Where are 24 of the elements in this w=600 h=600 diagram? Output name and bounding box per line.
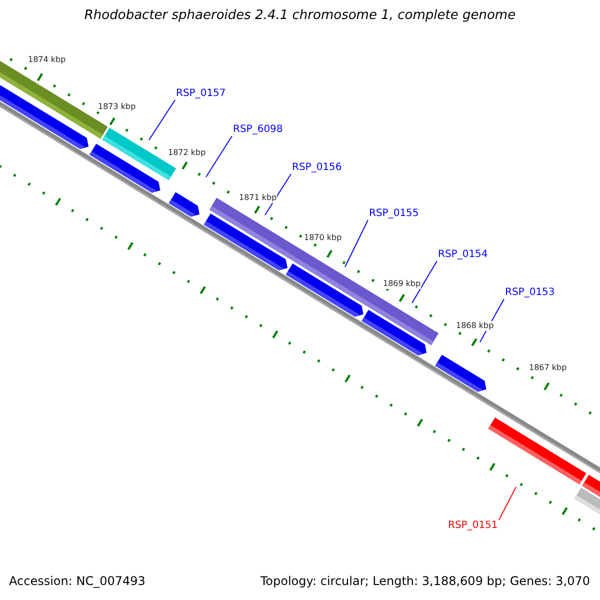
scale-label: 1873 kbp — [98, 102, 136, 112]
leader-line — [344, 220, 368, 268]
gene-label: RSP_0155 — [369, 208, 419, 220]
gene-label: RSP_0154 — [438, 249, 488, 261]
scale-label: 1870 kbp — [304, 233, 342, 243]
genome-info-text: Topology: circular; Length: 3,188,609 bp; Genes: 3,070 — [260, 574, 590, 588]
leader-line — [412, 260, 438, 304]
leader-line — [264, 174, 292, 216]
leader-line — [148, 100, 176, 140]
scale-label: 1872 kbp — [168, 148, 206, 158]
scale-label: 1867 kbp — [529, 363, 567, 373]
scale-label: 1874 kbp — [28, 55, 66, 65]
scale-label: 1869 kbp — [383, 279, 421, 289]
leader-line — [206, 136, 232, 178]
gene-label: RSP_0156 — [292, 162, 342, 174]
scale-label: 1871 kbp — [239, 193, 277, 203]
gene-label: RSP_0151 — [448, 520, 498, 532]
chart-title: Rhodobacter sphaeroides 2.4.1 chromosome 1, complete genome — [83, 8, 517, 24]
gene-label: RSP_0157 — [176, 88, 226, 100]
gene-label: RSP_0153 — [505, 287, 555, 299]
accession-text: Accession: NC_007493 — [9, 574, 146, 588]
gene-label: RSP_6098 — [233, 124, 283, 136]
leader-line — [498, 486, 516, 520]
scale-label: 1868 kbp — [456, 321, 494, 331]
